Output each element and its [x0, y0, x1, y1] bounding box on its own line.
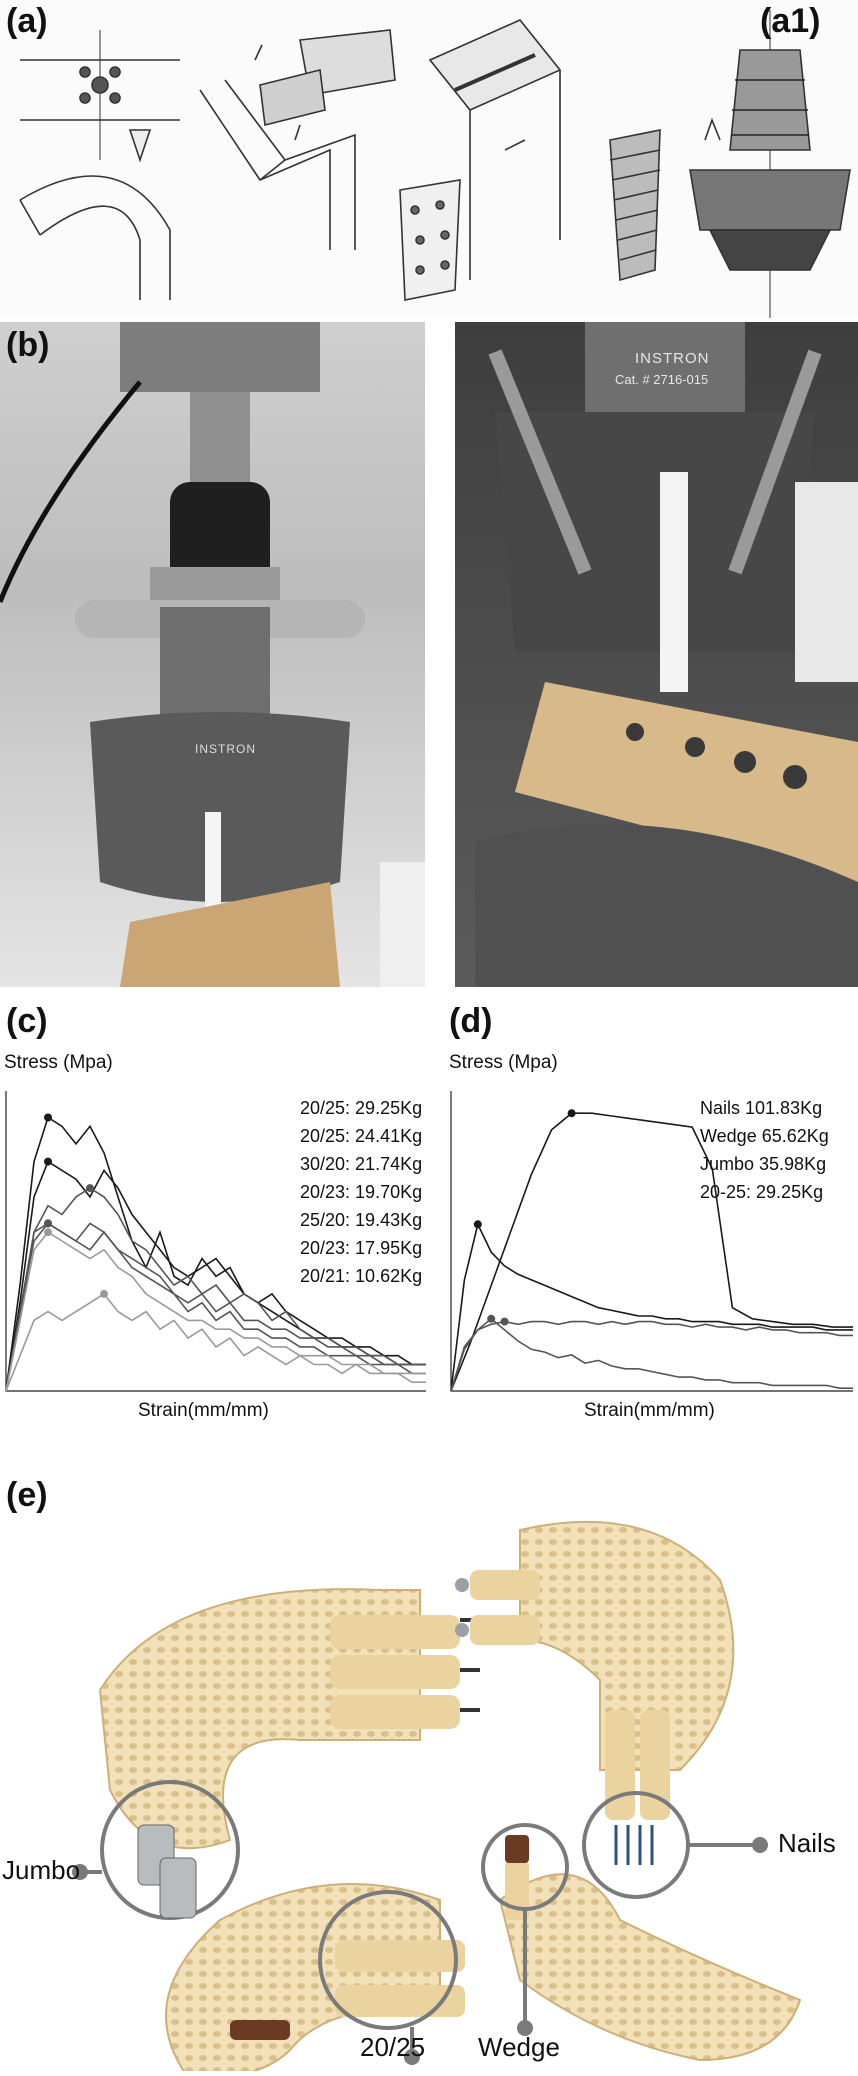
chart-c-peak-point [44, 1219, 52, 1228]
chart-c-peak-point [44, 1228, 52, 1237]
chart-d-legend-item: 20-25: 29.25Kg [700, 1182, 824, 1202]
chart-c-peak-point [100, 1289, 108, 1298]
chart-c-legend-item: 20/23: 19.70Kg [300, 1182, 423, 1202]
panel-label-d: (d) [449, 1002, 493, 1040]
chart-c-series-line [5, 1187, 426, 1392]
callout-label-wedge: Wedge [478, 2032, 560, 2062]
instron-stamp-right: INSTRON [635, 350, 710, 367]
chart-c-peak-point [44, 1113, 52, 1122]
chart-d-legend-item: Wedge 65.62Kg [700, 1126, 829, 1146]
chart-c-plot [5, 1091, 426, 1392]
chart-d-ylabel: Stress (Mpa) [449, 1052, 558, 1073]
panel-label-e: (e) [6, 1476, 48, 1514]
chart-d-peak-point [473, 1220, 482, 1229]
bone-bottom-right [498, 1873, 802, 2062]
instron-stamp-left: INSTRON [195, 742, 256, 756]
bone-top-right [519, 1520, 735, 1771]
chart-c-xlabel: Strain(mm/mm) [138, 1400, 269, 1421]
instron-catalog-label: Cat. # 2716-015 [615, 372, 709, 387]
instron-rig-left [0, 322, 425, 987]
chart-d-series-line [450, 1221, 853, 1392]
chart-c-peak-point [86, 1184, 94, 1193]
chart-d [445, 1075, 858, 1395]
chart-d-legend-item: Nails 101.83Kg [700, 1098, 823, 1118]
bone-photo [0, 1440, 858, 2076]
callout-ring-20-25 [318, 1890, 458, 2030]
instron-rig-right [475, 322, 858, 987]
chart-c-series-line [5, 1222, 426, 1392]
chart-c-legend-item: 20/25: 24.41Kg [300, 1126, 423, 1146]
callout-ring-nails [582, 1791, 690, 1899]
chart-c-legend-item: 25/20: 19.43Kg [300, 1210, 423, 1230]
chart-c-legend-item: 30/20: 21.74Kg [300, 1154, 423, 1174]
chart-d-xlabel: Strain(mm/mm) [584, 1400, 715, 1421]
chart-d-series-line [450, 1320, 853, 1392]
chart-c-legend-item: 20/21: 10.62Kg [300, 1266, 423, 1286]
panel-label-c: (c) [6, 1002, 48, 1040]
chart-d-plot [450, 1091, 853, 1392]
test-rig-photo-left: INSTRON [0, 322, 425, 987]
bone-implants-illustration [72, 1520, 802, 2076]
callout-label-nails: Nails [778, 1828, 836, 1858]
chart-d-legend-item: Jumbo 35.98Kg [700, 1154, 827, 1174]
chart-d-series-line [450, 1112, 853, 1392]
chart-c [0, 1075, 430, 1395]
sketch-panel: (a) (a1) [0, 0, 858, 318]
panel-label-a1: (a1) [760, 2, 821, 40]
chart-c-peak-point [44, 1157, 52, 1166]
chart-d-peak-point [487, 1314, 496, 1323]
panel-label-b: (b) [6, 326, 50, 364]
chart-d-series-line [450, 1317, 853, 1392]
chart-c-series-line [5, 1292, 426, 1392]
chart-c-ylabel: Stress (Mpa) [4, 1052, 113, 1073]
test-rig-photo-right: INSTRON Cat. # 2716-015 [455, 322, 858, 987]
chart-c-legend-item: 20/25: 29.25Kg [300, 1098, 423, 1118]
joint-sketches [19, 10, 851, 318]
chart-d-peak-point [500, 1317, 509, 1326]
callout-label-20-25: 20/25 [360, 2032, 426, 2062]
callout-label-jumbo: Jumbo [2, 1855, 81, 1885]
chart-c-legend-item: 20/23: 17.95Kg [300, 1238, 423, 1258]
chart-d-peak-point [567, 1109, 576, 1118]
panel-label-a: (a) [6, 2, 48, 40]
